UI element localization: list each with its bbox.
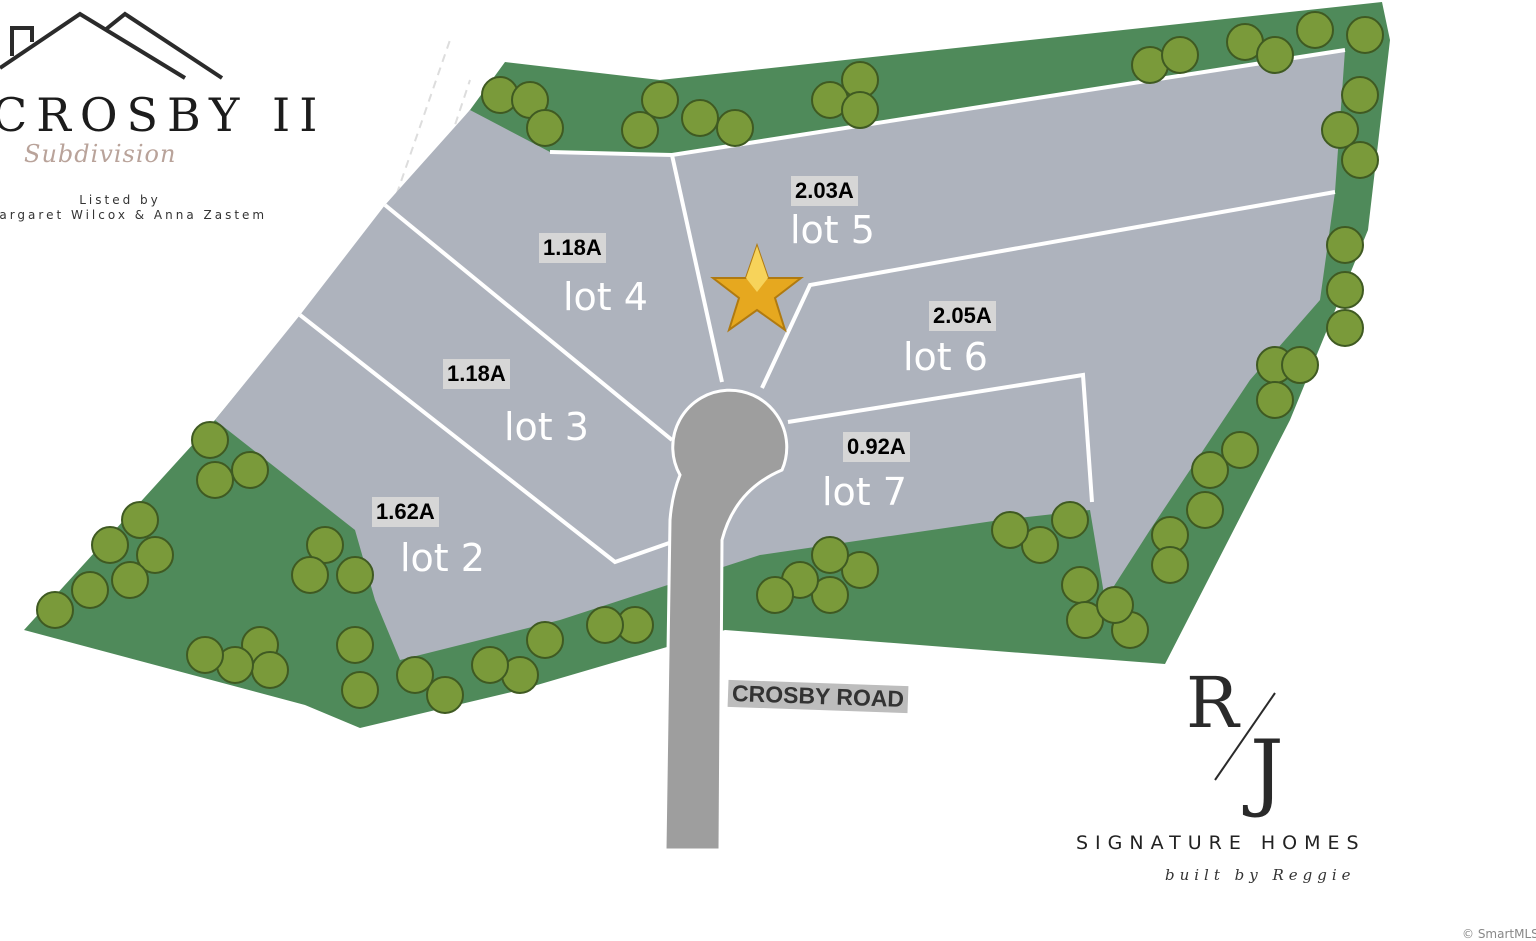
tree-icon xyxy=(991,511,1029,549)
tree-icon xyxy=(811,536,849,574)
tree-icon xyxy=(1326,226,1364,264)
tree-icon xyxy=(526,621,564,659)
tree-icon xyxy=(1191,451,1229,489)
tree-icon xyxy=(1281,346,1319,384)
lot-7-label: lot 7 xyxy=(822,470,907,514)
tree-icon xyxy=(1151,546,1189,584)
subdivision-title: CROSBY II xyxy=(0,88,327,142)
tree-icon xyxy=(91,526,129,564)
tree-icon xyxy=(1296,11,1334,49)
lot-2-acreage: 1.62A xyxy=(372,497,439,527)
tree-icon xyxy=(1186,491,1224,529)
tree-icon xyxy=(1256,381,1294,419)
tree-icon xyxy=(471,646,509,684)
tree-icon xyxy=(1346,16,1384,54)
rj-monogram xyxy=(1214,692,1276,781)
tree-icon xyxy=(336,556,374,594)
tree-icon xyxy=(121,501,159,539)
tree-icon xyxy=(1326,271,1364,309)
tree-icon xyxy=(71,571,109,609)
tree-icon xyxy=(586,606,624,644)
monogram-j: J xyxy=(1250,722,1284,820)
listing-agents: Margaret Wilcox & Anna Zastem xyxy=(0,208,268,222)
tree-icon xyxy=(1221,431,1259,469)
tree-icon xyxy=(526,109,564,147)
tree-icon xyxy=(136,536,174,574)
tree-icon xyxy=(716,109,754,147)
lot-5-label: lot 5 xyxy=(790,208,875,252)
tree-icon xyxy=(1051,501,1089,539)
tree-icon xyxy=(1161,36,1199,74)
tree-icon xyxy=(111,561,149,599)
tree-icon xyxy=(186,636,224,674)
lot-6-acreage: 2.05A xyxy=(929,301,996,331)
tree-icon xyxy=(681,99,719,137)
tree-icon xyxy=(841,551,879,589)
tree-icon xyxy=(341,671,379,709)
tree-icon xyxy=(1341,76,1379,114)
lot-lines xyxy=(298,48,1346,565)
lot-6-label: lot 6 xyxy=(903,335,988,379)
lot-5-acreage: 2.03A xyxy=(791,176,858,206)
lot-4-acreage: 1.18A xyxy=(539,233,606,263)
tree-icon xyxy=(1021,526,1059,564)
listed-by-label: Listed by xyxy=(79,193,161,207)
tree-icon xyxy=(1321,111,1359,149)
tree-icon xyxy=(641,81,679,119)
lot-2-label: lot 2 xyxy=(400,536,485,580)
tree-icon xyxy=(196,461,234,499)
tree-icon xyxy=(1256,36,1294,74)
builder-tagline: built by Reggie xyxy=(1165,866,1356,884)
tree-icon xyxy=(841,91,879,129)
gold-star-icon xyxy=(710,242,804,333)
tree-icon xyxy=(1066,601,1104,639)
tree-icon xyxy=(251,651,289,689)
tree-icon xyxy=(1096,586,1134,624)
tree-icon xyxy=(811,576,849,614)
lot-4-label: lot 4 xyxy=(563,275,648,319)
monogram-r: R xyxy=(1186,662,1239,744)
trees xyxy=(36,11,1384,714)
tree-icon xyxy=(291,556,329,594)
lot-3-label: lot 3 xyxy=(504,405,589,449)
tree-icon xyxy=(426,676,464,714)
tree-icon xyxy=(306,526,344,564)
tree-icon xyxy=(191,421,229,459)
tree-icon xyxy=(621,111,659,149)
tree-icon xyxy=(396,656,434,694)
watermark: © SmartMLS xyxy=(1462,927,1536,941)
subdivision-subtitle: Subdivision xyxy=(24,140,177,168)
tree-icon xyxy=(336,626,374,664)
lot-3-acreage: 1.18A xyxy=(443,359,510,389)
tree-icon xyxy=(756,576,794,614)
builder-name: SIGNATURE HOMES xyxy=(1076,832,1366,854)
tree-icon xyxy=(1326,309,1364,347)
lot-7-acreage: 0.92A xyxy=(843,432,910,462)
tree-icon xyxy=(1341,141,1379,179)
tree-icon xyxy=(1061,566,1099,604)
tree-icon xyxy=(231,451,269,489)
tree-icon xyxy=(36,591,74,629)
house-logo-icon xyxy=(0,11,224,80)
cul-de-sac-road xyxy=(663,388,789,852)
